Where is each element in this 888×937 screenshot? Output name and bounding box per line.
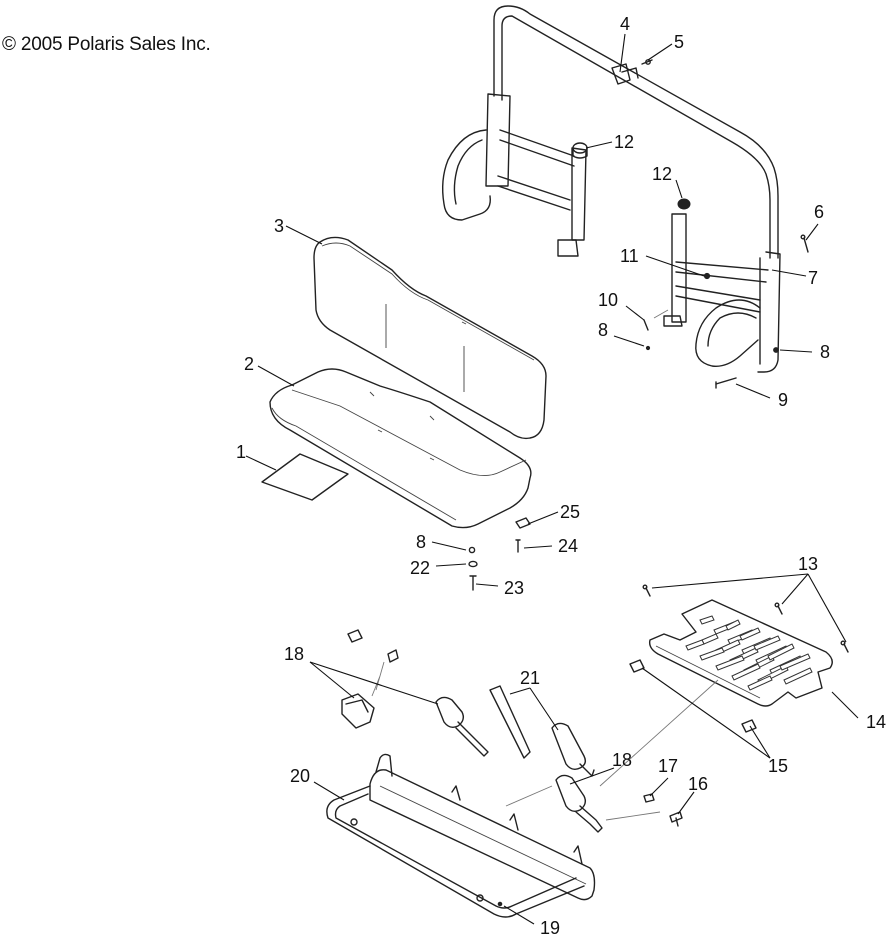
callout-6: 6: [814, 202, 824, 222]
callout-14: 14: [866, 712, 886, 732]
part-23-screw: [469, 575, 477, 591]
part-13-screw-a: [642, 584, 651, 597]
callout-12-top: 12: [614, 132, 634, 152]
part-20-seat-base: [326, 753, 596, 918]
part-5-screw: [641, 59, 653, 65]
callout-21: 21: [520, 668, 540, 688]
part-9-bolt: [715, 377, 737, 389]
callout-16: 16: [688, 774, 708, 794]
callout-labels: 4 5 12 12 6 3 11 7 10 8 8 2 9 1 25 8 24 …: [236, 14, 886, 937]
part-2-seat-bottom: [269, 368, 532, 529]
part-7-seat-frame: [441, 5, 781, 373]
part-8-washer: [468, 546, 476, 554]
part-14-floor-plate: [648, 599, 833, 707]
part-13-screw-b: [774, 602, 783, 615]
callout-19: 19: [540, 918, 560, 937]
part-15-clip-b: [741, 719, 757, 733]
part-18-buckle-b: [555, 774, 603, 833]
part-11-nut: [703, 272, 711, 280]
part-3-seat-back: [313, 236, 547, 440]
callout-25: 25: [560, 502, 580, 522]
callout-12-right: 12: [652, 164, 672, 184]
part-10-bolt: [643, 319, 649, 331]
callout-18-left: 18: [284, 644, 304, 664]
part-6-bolt: [800, 234, 809, 253]
part-8-nut-a: [645, 345, 651, 351]
part-17-nut: [643, 793, 655, 803]
callout-22: 22: [410, 558, 430, 578]
leader-lines: [245, 33, 859, 925]
part-18-buckle-a: [435, 696, 489, 757]
part-16-screw: [669, 811, 683, 827]
callout-8-a: 8: [598, 320, 608, 340]
part-8-nut-b: [773, 347, 779, 353]
callout-15: 15: [768, 756, 788, 776]
callout-9: 9: [778, 390, 788, 410]
callout-2: 2: [244, 354, 254, 374]
part-24-screw: [515, 539, 521, 553]
copyright-notice: © 2005 Polaris Sales Inc.: [2, 34, 211, 55]
callout-13: 13: [798, 554, 818, 574]
callout-17: 17: [658, 756, 678, 776]
part-12-cap-right: [677, 198, 691, 210]
callout-5: 5: [674, 32, 684, 52]
callout-1: 1: [236, 442, 246, 462]
callout-20: 20: [290, 766, 310, 786]
part-13-screw-c: [840, 640, 849, 653]
callout-18-right: 18: [612, 750, 632, 770]
callout-8-b: 8: [820, 342, 830, 362]
callout-23: 23: [504, 578, 524, 598]
part-12-tube: [671, 213, 687, 323]
callout-24: 24: [558, 536, 578, 556]
part-15-clip-a: [629, 659, 645, 673]
callout-11: 11: [620, 246, 639, 266]
part-21-belt: [489, 685, 595, 777]
callout-7: 7: [808, 268, 818, 288]
part-25-clip: [515, 517, 531, 529]
part-1-pad: [261, 453, 349, 501]
callout-8-c: 8: [416, 532, 426, 552]
part-22-washer: [468, 560, 478, 568]
floor-plate-slots: [685, 615, 813, 691]
callout-3: 3: [274, 216, 284, 236]
callout-10: 10: [598, 290, 618, 310]
part-18-belt-retractor: [341, 629, 399, 729]
callout-4: 4: [620, 14, 630, 34]
assembly-lines: [505, 309, 719, 821]
